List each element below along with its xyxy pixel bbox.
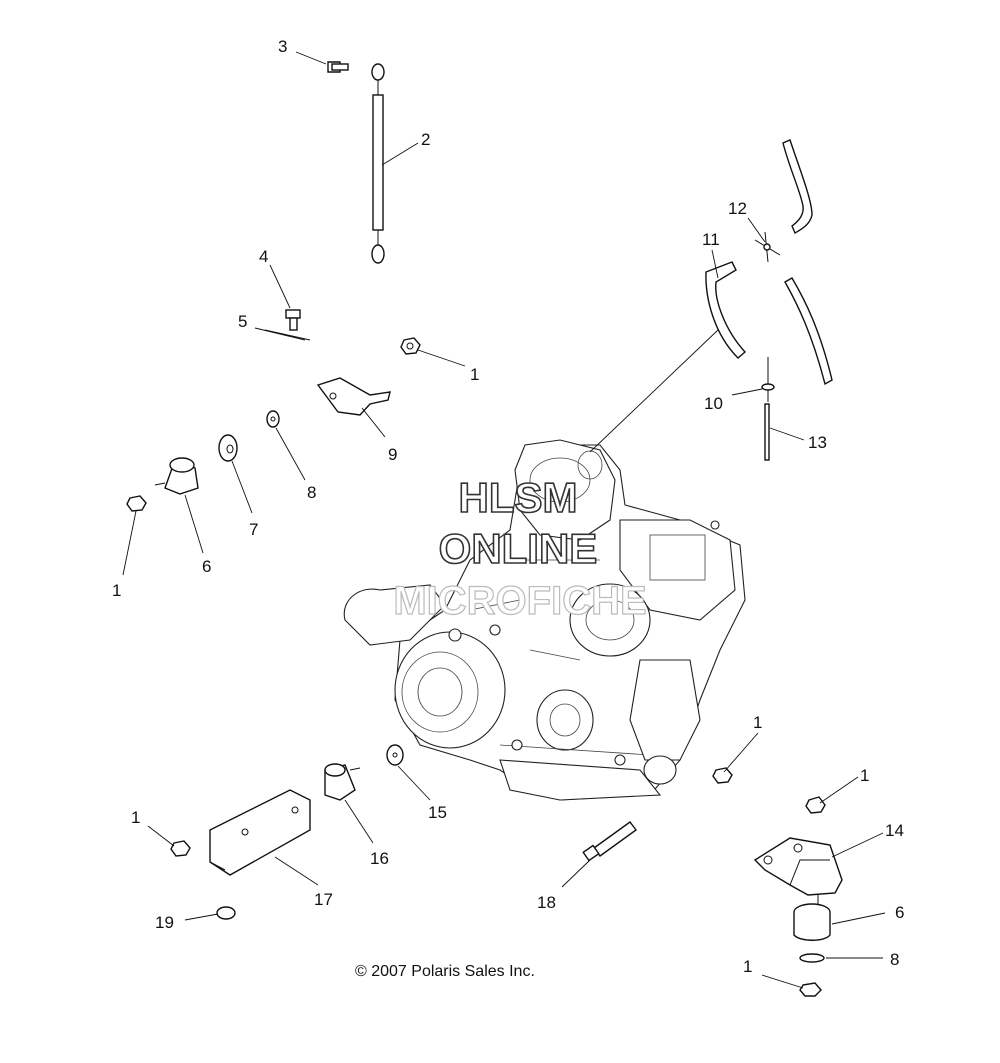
part-bracket-9 [316, 377, 391, 416]
part-washer-7 [218, 434, 238, 462]
part-bolt-3 [327, 61, 349, 73]
part-washer-8-top [266, 410, 280, 428]
callout-10: 10 [704, 394, 723, 413]
watermark-line3: MICROFICHE [393, 579, 646, 623]
part-nut-1-lower-left [170, 840, 191, 857]
callout-18: 18 [537, 893, 556, 912]
callout-12: 12 [728, 199, 747, 218]
callout-5: 5 [238, 312, 247, 331]
part-washer-8-right [799, 953, 825, 963]
copyright-notice: © 2007 Polaris Sales Inc. [355, 963, 535, 980]
part-breather-tube-13 [764, 403, 770, 461]
callout-2: 2 [421, 130, 430, 149]
callout-1: 1 [743, 957, 752, 976]
part-bolt-18 [582, 821, 637, 862]
callout-8: 8 [307, 483, 316, 502]
part-ground-cable-2 [371, 63, 385, 264]
part-nut-1-bottom-right [799, 982, 822, 997]
part-bracket-17 [209, 789, 311, 876]
callout-1: 1 [131, 808, 140, 827]
part-nut-19 [216, 906, 236, 920]
part-washer-15 [386, 744, 404, 766]
part-nut-1-top [400, 337, 421, 355]
callout-17: 17 [314, 890, 333, 909]
callout-1: 1 [470, 365, 479, 384]
part-vent-hose-upper [782, 139, 813, 235]
callout-13: 13 [808, 433, 827, 452]
callout-labels: 3 2 4 5 1 9 8 7 6 1 11 12 10 13 1 1 14 6… [112, 37, 904, 976]
callout-16: 16 [370, 849, 389, 868]
callout-19: 19 [155, 913, 174, 932]
callout-15: 15 [428, 803, 447, 822]
callout-1: 1 [860, 766, 869, 785]
callout-6: 6 [202, 557, 211, 576]
callout-9: 9 [388, 445, 397, 464]
callout-14: 14 [885, 821, 904, 840]
part-rubber-mount-6-left [154, 457, 199, 495]
part-clip-5 [264, 329, 311, 341]
watermark: MICROFICHE HLSM ONLINE [393, 473, 648, 623]
part-nut-1-right-top [805, 796, 826, 814]
leader-lines [122, 51, 886, 989]
part-fitting-12 [754, 231, 781, 263]
part-nut-1-right-mid [712, 767, 733, 784]
part-bracket-14 [753, 837, 843, 896]
part-rubber-mount-16 [324, 763, 361, 801]
engine-assembly [343, 439, 746, 801]
watermark-line1: HLSM [459, 474, 578, 521]
callout-3: 3 [278, 37, 287, 56]
callout-1: 1 [112, 581, 121, 600]
part-tee-fitting-10 [761, 357, 775, 402]
part-rubber-mount-6-right [793, 895, 831, 941]
callout-1: 1 [753, 713, 762, 732]
part-hose-11 [705, 261, 747, 359]
callout-4: 4 [259, 247, 268, 266]
callout-7: 7 [249, 520, 258, 539]
part-vent-hose-lower [784, 277, 833, 386]
part-bolt-4 [285, 309, 301, 331]
callout-11: 11 [702, 230, 720, 249]
callout-8: 8 [890, 950, 899, 969]
callout-6: 6 [895, 903, 904, 922]
watermark-line2: ONLINE [439, 525, 598, 572]
part-nut-1-left [126, 495, 147, 512]
